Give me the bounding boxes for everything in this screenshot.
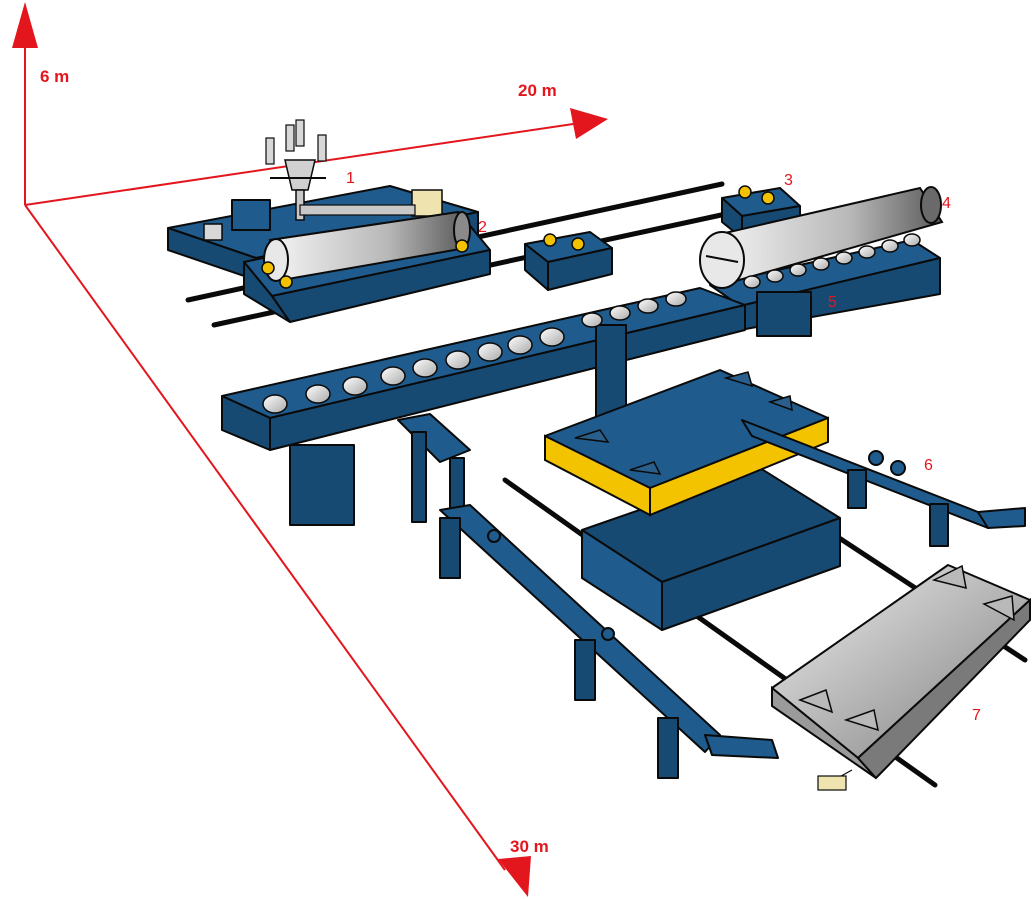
wheel-icon	[868, 450, 884, 466]
station-number-5: 5	[828, 294, 837, 311]
up-arrow-icon	[12, 2, 38, 48]
wheel-icon	[261, 261, 275, 275]
wheel-icon	[571, 237, 585, 251]
axis-label-depth: 30 m	[510, 837, 549, 856]
control-box-icon	[817, 775, 847, 791]
press-table	[544, 369, 841, 631]
roller-row	[262, 291, 687, 414]
wheel-icon	[279, 275, 293, 289]
wheel-icon	[761, 191, 775, 205]
station-2-pipe-stand	[243, 210, 491, 323]
wheel-icon	[601, 627, 615, 641]
wheel-icon	[543, 233, 557, 247]
station-4-5-pipe-conveyor	[699, 186, 944, 337]
wheel-icon	[455, 239, 469, 253]
right-arrow-icon	[570, 108, 608, 139]
roller-stand	[524, 231, 613, 291]
station-number-4: 4	[942, 195, 951, 212]
station-number-7: 7	[972, 707, 981, 724]
axis-label-width: 20 m	[518, 81, 557, 100]
station-7-slab	[771, 564, 1031, 791]
station-6-transfer-arm	[741, 419, 1026, 547]
wheel-icon	[890, 460, 906, 476]
axis-label-height: 6 m	[40, 67, 69, 86]
down-arrow-icon	[498, 856, 531, 897]
station-number-2: 2	[478, 219, 487, 236]
station-number-1: 1	[346, 170, 355, 187]
station-number-6: 6	[924, 457, 933, 474]
roller-row	[743, 233, 921, 289]
station-number-3: 3	[784, 172, 793, 189]
wheel-icon	[487, 529, 501, 543]
front-transfer-arm	[397, 413, 779, 779]
wheel-icon	[738, 185, 752, 199]
nozzle-icon	[265, 119, 327, 165]
